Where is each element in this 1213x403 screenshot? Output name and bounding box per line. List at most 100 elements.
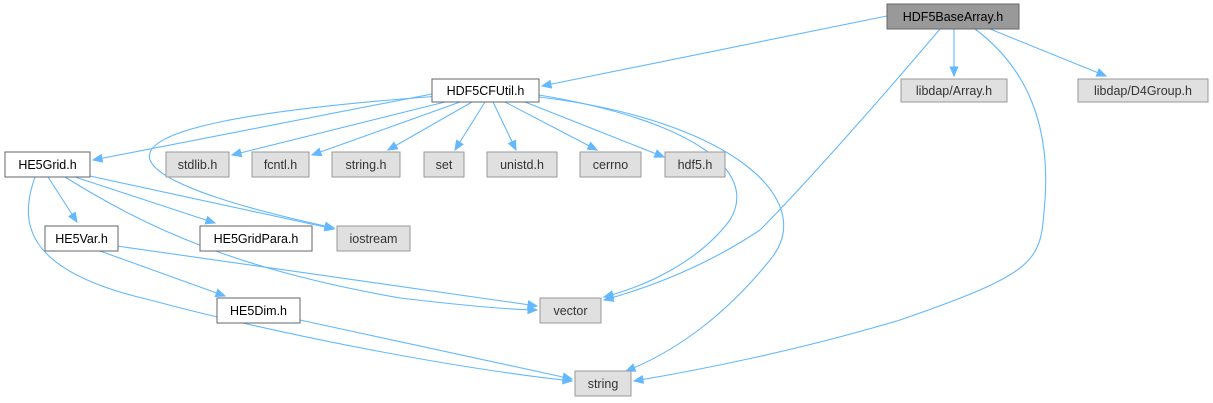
- edge-line: [538, 96, 785, 372]
- node-vector: vector: [539, 297, 602, 324]
- node-label: unistd.h: [500, 158, 544, 172]
- edge-line: [603, 28, 941, 301]
- node-box: [336, 225, 411, 252]
- edge-he5grid-to-iostream: [89, 175, 336, 232]
- node-box: [165, 151, 230, 178]
- node-fcntl: fcntl.h: [251, 151, 310, 178]
- node-box: [423, 151, 465, 178]
- node-hdf5cfutil[interactable]: HDF5CFUtil.h: [431, 78, 540, 103]
- node-box: [900, 78, 1008, 103]
- node-label: vector: [553, 304, 587, 318]
- edge-hdf5cfutil-to-fcntl: [310, 101, 461, 157]
- edge-hdf5basearray-to-string: [632, 28, 1047, 384]
- edge-arrowhead: [91, 153, 104, 163]
- node-set: set: [423, 151, 465, 178]
- edge-arrowhead: [1095, 68, 1108, 77]
- node-cerrno: cerrno: [579, 151, 642, 178]
- edge-hdf5cfutil-to-string: [538, 96, 785, 372]
- edge-line: [64, 176, 538, 311]
- node-label: HE5Grid.h: [18, 158, 76, 172]
- node-box: [4, 151, 91, 178]
- node-string: string: [574, 370, 632, 397]
- node-label: HDF5BaseArray.h: [903, 10, 1004, 24]
- edge-he5var-to-he5dim: [99, 250, 227, 298]
- node-label: stdlib.h: [178, 158, 218, 172]
- edge-line: [148, 95, 441, 229]
- node-he5var[interactable]: HE5Var.h: [44, 225, 119, 252]
- node-label: iostream: [350, 232, 398, 246]
- node-label: set: [436, 158, 453, 172]
- edge-hdf5cfutil-to-he5grid: [91, 93, 433, 163]
- edge-he5var-to-vector: [116, 245, 539, 310]
- node-box: [486, 151, 558, 178]
- edge-arrowhead: [526, 300, 539, 310]
- node-box: [664, 151, 726, 178]
- edge-hdf5basearray-to-hdf5cfutil: [540, 15, 888, 89]
- edge-line: [311, 101, 461, 156]
- edge-line: [989, 28, 1107, 77]
- edge-line: [99, 250, 226, 297]
- edge-line: [231, 101, 446, 156]
- edge-arrowhead: [507, 139, 517, 152]
- node-he5dim[interactable]: HE5Dim.h: [216, 297, 301, 324]
- node-box: [216, 297, 301, 324]
- edge-arrowhead: [214, 288, 227, 298]
- edge-arrowhead: [310, 147, 323, 157]
- node-box: [431, 78, 540, 103]
- node-label: fcntl.h: [264, 158, 297, 172]
- edge-arrowhead: [68, 211, 78, 224]
- edge-hdf5cfutil-to-cerrno: [504, 101, 599, 151]
- edge-he5grid-to-he5gridpara: [74, 176, 217, 225]
- edge-arrowhead: [602, 290, 615, 300]
- edge-line: [299, 319, 573, 380]
- edge-hdf5cfutil-to-vector: [538, 94, 738, 300]
- edge-line: [633, 28, 1047, 382]
- node-label: cerrno: [593, 158, 628, 172]
- node-label: HE5GridPara.h: [214, 232, 299, 246]
- edge-he5grid-to-string: [27, 176, 574, 385]
- edge-hdf5cfutil-to-hdf5: [524, 101, 666, 158]
- edge-arrowhead: [386, 141, 399, 151]
- node-iostream: iostream: [336, 225, 411, 252]
- edge-arrowhead: [454, 139, 464, 152]
- edge-line: [541, 15, 888, 87]
- edge-he5grid-to-he5var: [47, 176, 78, 224]
- edge-line: [116, 245, 538, 307]
- edge-arrowhead: [624, 363, 637, 372]
- edge-hdf5cfutil-to-set: [454, 101, 486, 152]
- node-hdf5: hdf5.h: [664, 151, 726, 178]
- node-box: [331, 151, 401, 178]
- node-label: hdf5.h: [678, 158, 713, 172]
- node-label: string.h: [346, 158, 387, 172]
- node-label: HE5Dim.h: [230, 304, 287, 318]
- node-stdlib: stdlib.h: [165, 151, 230, 178]
- edge-line: [524, 101, 665, 158]
- node-box: [539, 297, 602, 324]
- edge-arrowhead: [540, 79, 553, 89]
- node-box: [44, 225, 119, 252]
- edge-hdf5cfutil-to-string_h: [386, 101, 473, 151]
- edge-arrowhead: [230, 148, 243, 158]
- node-unistd: unistd.h: [486, 151, 558, 178]
- edge-arrowhead: [323, 222, 336, 232]
- edge-arrowhead: [632, 374, 645, 384]
- node-he5grid[interactable]: HE5Grid.h: [4, 151, 91, 178]
- edge-line: [387, 101, 473, 151]
- edge-hdf5cfutil-to-stdlib: [230, 101, 446, 158]
- edge-line: [92, 93, 433, 161]
- edge-arrowhead: [586, 141, 599, 151]
- edge-arrowhead: [949, 66, 959, 78]
- node-label: HE5Var.h: [55, 232, 108, 246]
- edge-hdf5basearray-to-libdap_d4group: [989, 28, 1108, 77]
- node-hdf5basearray[interactable]: HDF5BaseArray.h: [886, 3, 1020, 30]
- node-he5gridpara[interactable]: HE5GridPara.h: [199, 225, 313, 252]
- edge-arrowhead: [204, 215, 217, 225]
- node-string_h: string.h: [331, 151, 401, 178]
- node-box: [574, 370, 632, 397]
- edge-line: [504, 101, 598, 151]
- edge-arrowhead: [653, 149, 666, 158]
- edge-hdf5cfutil-to-unistd: [492, 101, 517, 152]
- node-label: HDF5CFUtil.h: [447, 84, 525, 98]
